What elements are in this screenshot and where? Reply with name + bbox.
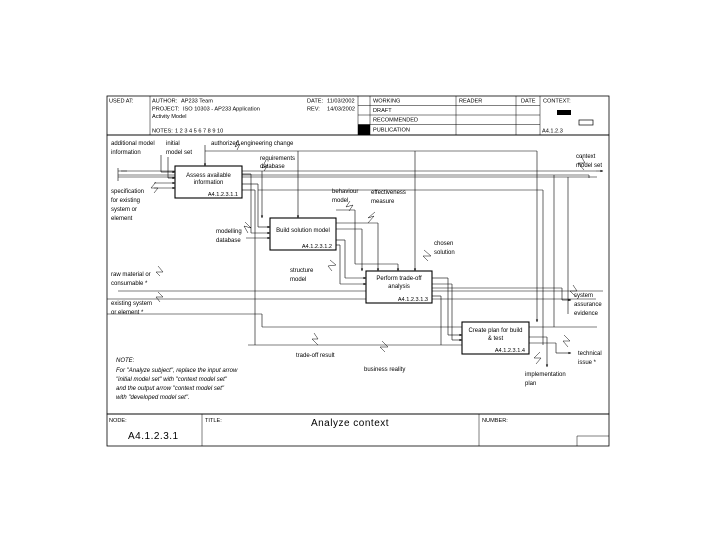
activity-assess-available-information: Assess available information A4.1.2.3.1.… — [174, 165, 243, 199]
used-at-label: USED AT: — [109, 99, 134, 105]
label-context-model-set: context model set — [576, 154, 602, 169]
activity-label-line: information — [194, 180, 224, 186]
reader-date-label: DATE — [521, 99, 536, 105]
header-block: USED AT: AUTHOR: AP233 Team PROJECT: ISO… — [106, 95, 610, 136]
activity-label-line: Build solution model — [276, 228, 330, 234]
rev-label: REV: — [307, 107, 320, 113]
label-authorized-engineering-change: authorized engineering change — [211, 141, 294, 147]
label-system-assurance-evidence: system assurance evidence — [574, 293, 603, 317]
label-specification-for-existing-system: specification for existing system or ele… — [111, 189, 146, 222]
notes-label: NOTES: — [152, 129, 173, 135]
status-publication: PUBLICATION — [373, 128, 410, 134]
rev-value: 14/03/2002 — [327, 107, 355, 113]
label-technical-issue: technical issue * — [578, 351, 603, 366]
label-business-reality: business reality — [364, 367, 405, 373]
date-value: 11/03/2002 — [327, 99, 355, 105]
label-effectiveness-measure: effectiveness measure — [371, 190, 408, 205]
date-label: DATE: — [307, 99, 324, 105]
note-line: For "Analyze subject", replace the input… — [116, 368, 238, 374]
note-line: with "developed model set". — [116, 395, 190, 401]
label-modelling-database: modelling database — [216, 229, 243, 244]
activity-perform-trade-off-analysis: Perform trade-off analysis A4.1.2.3.1.3 — [365, 270, 433, 304]
label-initial-model-set: initial model set — [166, 141, 192, 156]
diagram-title: Analyze context — [311, 418, 389, 429]
status-working: WORKING — [373, 99, 400, 105]
note-title: NOTE: — [116, 358, 135, 364]
notes-numbers: 1 2 3 4 5 6 7 8 9 10 — [175, 129, 223, 135]
label-existing-system-or-element: existing system or element * — [111, 301, 154, 316]
note-line: and the output arrow "context model set" — [116, 386, 225, 392]
label-chosen-solution: chosen solution — [434, 241, 455, 256]
activity-label-line: analysis — [388, 284, 410, 290]
note-line: "initial model set" with "context model … — [116, 377, 228, 383]
activity-label-line: & test — [488, 336, 504, 342]
diagram-note: NOTE: For "Analyze subject", replace the… — [116, 358, 238, 401]
author-label: AUTHOR: — [152, 99, 178, 105]
context-child-box-icon — [578, 119, 594, 126]
number-label: NUMBER: — [482, 418, 508, 424]
project-value-line2: Activity Model — [152, 114, 187, 120]
context-label: CONTEXT: — [543, 99, 571, 105]
project-value-line1: ISO 10303 - AP233 Application — [183, 107, 260, 113]
title-label: TITLE: — [205, 418, 222, 424]
activity-create-plan-for-build-and-test: Create plan for build & test A4.1.2.3.1.… — [461, 321, 530, 355]
node-label: NODE: — [109, 418, 127, 424]
activity-label-line: Perform trade-off — [376, 276, 422, 282]
label-structure-model: structure model — [290, 268, 315, 283]
context-node: A4.1.2.3 — [542, 129, 563, 135]
activity-node-number: A4.1.2.3.1.4 — [495, 348, 525, 354]
activity-label-line: Assess available — [186, 173, 231, 179]
activity-node-number: A4.1.2.3.1.3 — [398, 297, 428, 303]
label-requirements-database: requirements database — [260, 156, 297, 170]
author-value: AP233 Team — [181, 99, 213, 105]
node-value: A4.1.2.3.1 — [128, 431, 179, 442]
activity-label-line: Create plan for build — [468, 328, 522, 334]
context-parent-box-icon — [557, 110, 571, 115]
reader-label: READER — [459, 99, 482, 105]
label-trade-off-result: trade-off result — [296, 353, 335, 359]
activity-node-number: A4.1.2.3.1.1 — [208, 192, 238, 198]
status-recommended: RECOMMENDED — [373, 118, 418, 124]
arrow-labels: additional model information initial mod… — [111, 141, 603, 387]
publication-marker — [358, 124, 370, 135]
label-additional-model-information: additional model information — [111, 141, 156, 156]
footer-block: NODE: A4.1.2.3.1 TITLE: Analyze context … — [106, 413, 610, 447]
status-draft: DRAFT — [373, 108, 392, 114]
activity-build-solution-model: Build solution model A4.1.2.3.1.2 — [269, 217, 337, 251]
label-behaviour-model: behaviour model — [332, 189, 360, 204]
activity-node-number: A4.1.2.3.1.2 — [302, 244, 332, 250]
project-label: PROJECT: — [152, 107, 179, 113]
label-implementation-plan: implementation plan — [525, 372, 567, 387]
label-raw-material-or-consumable: raw material or consumable * — [111, 272, 152, 287]
